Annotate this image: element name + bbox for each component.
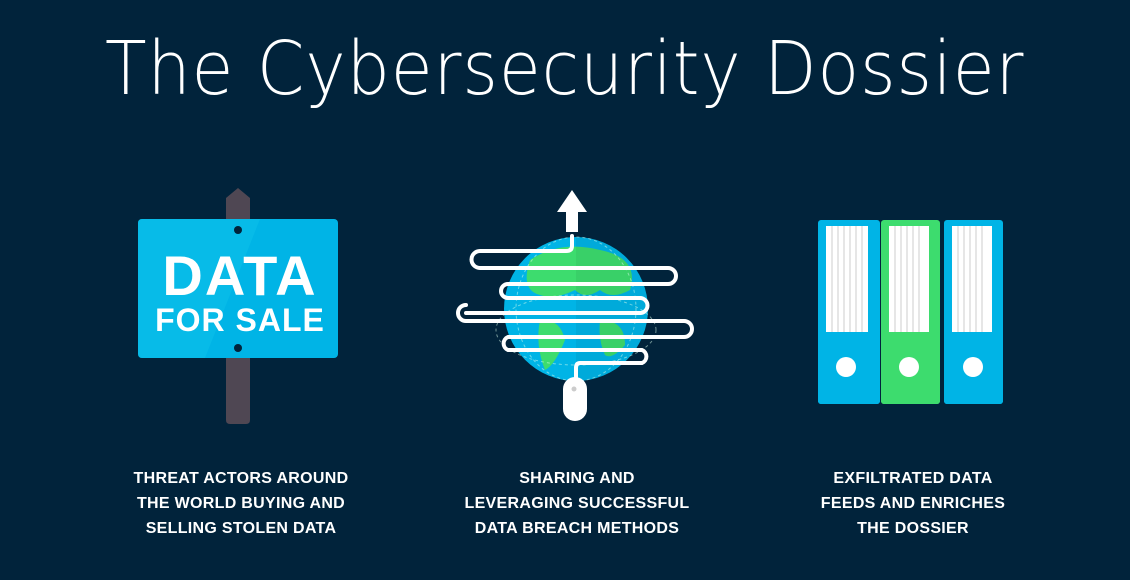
caption-line: SELLING STOLEN DATA <box>145 520 337 537</box>
up-arrow-icon <box>557 190 587 232</box>
cable <box>456 234 694 380</box>
caption-line: FEEDS AND ENRICHES <box>820 495 1006 512</box>
caption-sharing: SHARING AND LEVERAGING SUCCESSFUL DATA B… <box>427 466 727 541</box>
caption-line: SHARING AND <box>519 470 635 487</box>
caption-line: DATA BREACH METHODS <box>474 520 680 537</box>
binder-blue-right <box>944 220 1003 404</box>
sign-text-data: DATA <box>162 244 317 307</box>
caption-line: THE WORLD BUYING AND <box>136 495 346 512</box>
page-title-text: The Cybersecurity Dossier <box>105 26 1025 112</box>
caption-exfiltrated: EXFILTRATED DATA FEEDS AND ENRICHES THE … <box>763 466 1063 541</box>
page-title: The Cybersecurity Dossier <box>0 26 1130 112</box>
binder-blue-left <box>818 220 880 404</box>
caption-line: THREAT ACTORS AROUND <box>133 470 349 487</box>
caption-threat-actors: THREAT ACTORS AROUND THE WORLD BUYING AN… <box>91 466 391 541</box>
sign-text-for-sale: FOR SALE <box>155 302 325 338</box>
caption-line: EXFILTRATED DATA <box>833 470 993 487</box>
caption-line: LEVERAGING SUCCESSFUL <box>464 495 690 512</box>
binder-green <box>881 220 940 404</box>
caption-line: THE DOSSIER <box>857 520 969 537</box>
mouse-icon <box>563 377 587 421</box>
